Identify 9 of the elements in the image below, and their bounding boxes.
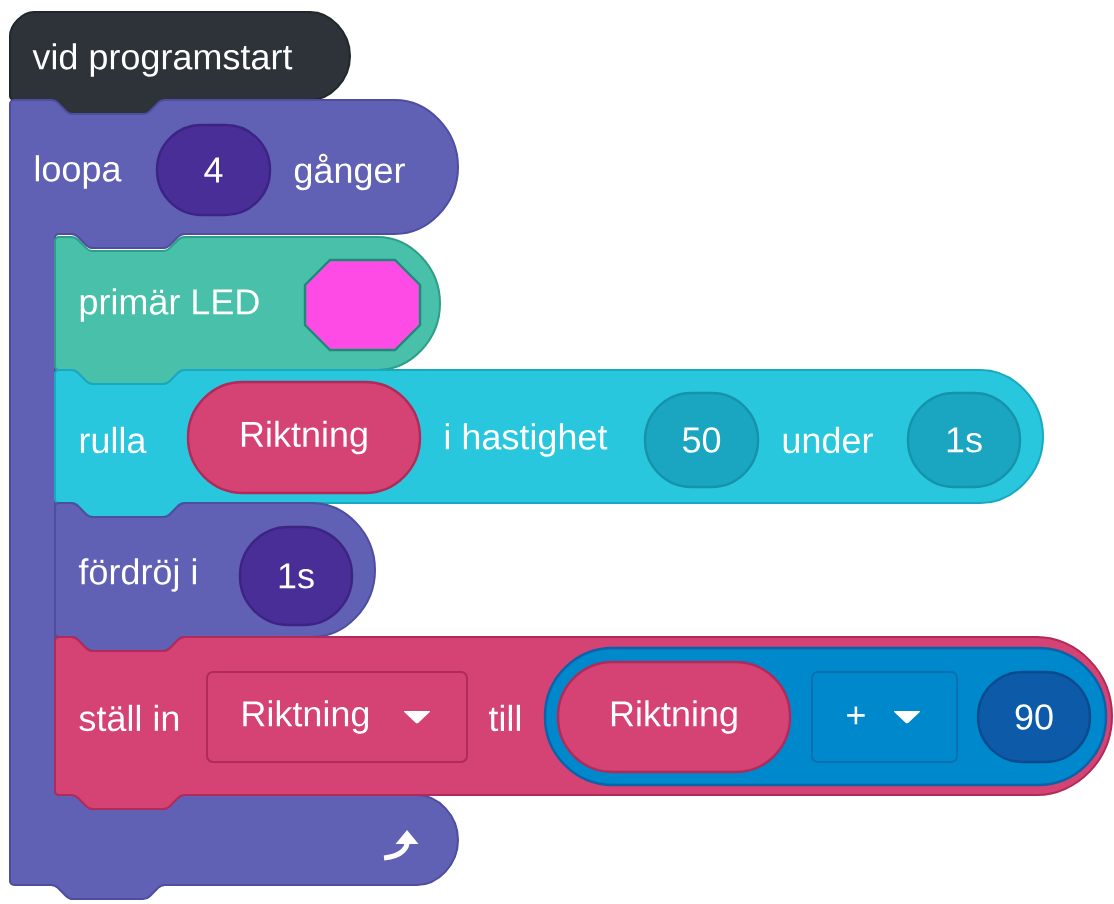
number-bubble: 50 xyxy=(643,391,760,489)
variable-bubble: Riktning xyxy=(186,380,422,495)
variable-bubble: Riktning xyxy=(556,660,792,774)
number-bubble: 90 xyxy=(976,670,1092,764)
dropdown-field: + xyxy=(811,671,958,763)
dropdown-field: Riktning xyxy=(206,671,468,763)
number-bubble: 4 xyxy=(155,123,272,217)
number-bubble: 1s xyxy=(906,391,1022,489)
number-bubble: 1s xyxy=(238,525,354,627)
